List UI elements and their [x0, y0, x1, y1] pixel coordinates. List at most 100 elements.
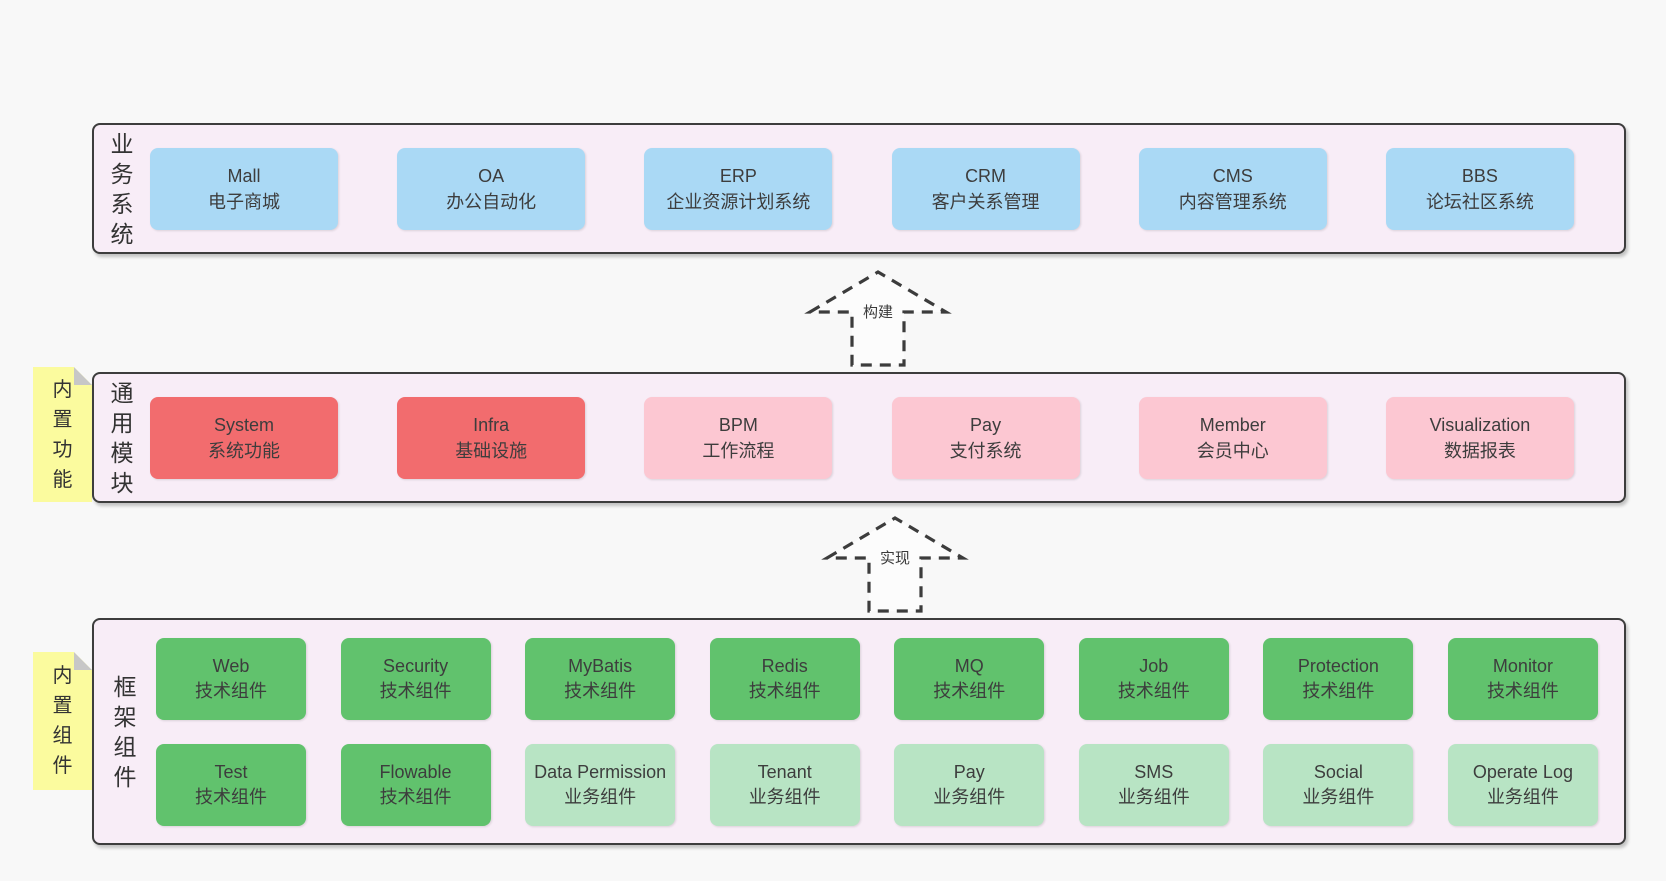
- box-title: Tenant: [757, 761, 812, 782]
- box-title: OA: [478, 165, 505, 186]
- arrow-label: 实现: [875, 546, 915, 569]
- arrow-label: 构建: [858, 300, 898, 323]
- box-test: Test 技术组件: [156, 743, 306, 826]
- box-subtitle: 论坛社区系统: [1425, 191, 1534, 212]
- box-title: Operate Log: [1472, 761, 1573, 782]
- framework-components-row-1: Web 技术组件 Security 技术组件 MyBatis 技术组件 Redi…: [156, 637, 1598, 720]
- box-title: Data Permission: [534, 761, 667, 782]
- box-title: CMS: [1212, 165, 1253, 186]
- band-label-text: 业务系统: [110, 130, 134, 247]
- box-title: Visualization: [1429, 414, 1531, 435]
- box-erp: ERP 企业资源计划系统: [644, 147, 833, 230]
- box-title: System: [213, 414, 274, 435]
- box-redis: Redis 技术组件: [709, 637, 860, 720]
- box-subtitle: 办公自动化: [446, 191, 537, 212]
- arrow-implement: 实现: [819, 514, 971, 614]
- box-title: Monitor: [1492, 655, 1553, 676]
- box-job: Job 技术组件: [1078, 637, 1229, 720]
- box-subtitle: 基础设施: [455, 440, 528, 461]
- box-title: Infra: [473, 414, 510, 435]
- box-operate-log: Operate Log 业务组件: [1447, 743, 1598, 826]
- box-subtitle: 工作流程: [702, 440, 775, 461]
- box-title: SMS: [1134, 761, 1174, 782]
- box-pay: Pay 支付系统: [891, 396, 1080, 479]
- box-subtitle: 电子商城: [208, 191, 280, 212]
- box-tenant: Tenant 业务组件: [709, 743, 860, 826]
- framework-components-row-2: Test 技术组件 Flowable 技术组件 Data Permission …: [156, 743, 1598, 826]
- box-subtitle: 内容管理系统: [1178, 191, 1287, 212]
- arrow-build: 构建: [802, 268, 954, 368]
- band-label-text: 通用模块: [110, 379, 134, 496]
- sticky-note-built-in-components: 内置组件: [33, 652, 92, 790]
- box-pay-biz: Pay 业务组件: [894, 743, 1045, 826]
- box-subtitle: 技术组件: [379, 680, 452, 701]
- band-label-framework-components: 框架组件: [94, 620, 156, 843]
- box-visualization: Visualization 数据报表: [1385, 396, 1574, 479]
- box-infra: Infra 基础设施: [397, 396, 586, 479]
- box-mq: MQ 技术组件: [894, 637, 1045, 720]
- box-title: Redis: [761, 655, 808, 676]
- box-subtitle: 技术组件: [1117, 680, 1190, 701]
- box-subtitle: 业务组件: [564, 786, 637, 807]
- band-label-common-modules: 通用模块: [94, 374, 150, 501]
- sticky-fold-icon: [74, 367, 92, 385]
- box-cms: CMS 内容管理系统: [1138, 147, 1327, 230]
- box-oa: OA 办公自动化: [397, 147, 586, 230]
- framework-components-grid: Web 技术组件 Security 技术组件 MyBatis 技术组件 Redi…: [156, 620, 1598, 843]
- box-subtitle: 技术组件: [748, 680, 821, 701]
- box-subtitle: 技术组件: [933, 680, 1006, 701]
- box-title: Protection: [1297, 655, 1379, 676]
- box-title: Social: [1313, 761, 1363, 782]
- box-subtitle: 技术组件: [195, 680, 267, 701]
- sticky-label: 内置组件: [52, 665, 73, 777]
- box-protection: Protection 技术组件: [1263, 637, 1414, 720]
- box-subtitle: 技术组件: [195, 786, 267, 807]
- sticky-fold-icon: [74, 652, 92, 670]
- band-label-text: 框架组件: [113, 673, 137, 790]
- box-mall: Mall 电子商城: [150, 147, 338, 230]
- box-monitor: Monitor 技术组件: [1447, 637, 1598, 720]
- box-subtitle: 支付系统: [949, 440, 1022, 461]
- box-title: BBS: [1461, 165, 1498, 186]
- box-subtitle: 数据报表: [1443, 440, 1516, 461]
- box-sms: SMS 业务组件: [1078, 743, 1229, 826]
- box-title: Web: [212, 655, 250, 676]
- box-subtitle: 技术组件: [1302, 680, 1375, 701]
- band-label-business-systems: 业务系统: [94, 125, 150, 252]
- box-title: Job: [1139, 655, 1169, 676]
- box-subtitle: 业务组件: [1117, 786, 1190, 807]
- box-security: Security 技术组件: [340, 637, 491, 720]
- box-subtitle: 系统功能: [208, 440, 280, 461]
- sticky-label: 内置功能: [52, 378, 73, 491]
- band-framework-components: 框架组件 Web 技术组件 Security 技术组件 MyBatis 技术组件…: [92, 618, 1626, 845]
- box-social: Social 业务组件: [1263, 743, 1414, 826]
- box-title: Test: [214, 761, 248, 782]
- box-bpm: BPM 工作流程: [644, 396, 833, 479]
- box-title: MQ: [954, 655, 984, 676]
- box-crm: CRM 客户关系管理: [891, 147, 1080, 230]
- box-title: Flowable: [379, 761, 452, 782]
- box-subtitle: 会员中心: [1196, 440, 1269, 461]
- box-subtitle: 业务组件: [1486, 786, 1559, 807]
- band-business-systems: 业务系统 Mall 电子商城 OA 办公自动化 ERP 企业资源计划系统 CRM…: [92, 123, 1626, 254]
- box-flowable: Flowable 技术组件: [340, 743, 491, 826]
- box-web: Web 技术组件: [156, 637, 306, 720]
- box-subtitle: 业务组件: [933, 786, 1006, 807]
- sticky-note-built-in-features: 内置功能: [33, 367, 92, 502]
- common-modules-row: System 系统功能 Infra 基础设施 BPM 工作流程 Pay 支付系统…: [150, 374, 1574, 501]
- box-mybatis: MyBatis 技术组件: [525, 637, 676, 720]
- box-data-permission: Data Permission 业务组件: [525, 743, 676, 826]
- box-subtitle: 业务组件: [1302, 786, 1375, 807]
- box-system: System 系统功能: [150, 396, 338, 479]
- band-common-modules: 通用模块 System 系统功能 Infra 基础设施 BPM 工作流程 Pay…: [92, 372, 1626, 503]
- box-title: CRM: [965, 165, 1007, 186]
- box-subtitle: 客户关系管理: [931, 191, 1040, 212]
- box-title: ERP: [719, 165, 757, 186]
- box-title: Member: [1199, 414, 1266, 435]
- box-title: MyBatis: [568, 655, 633, 676]
- box-title: BPM: [718, 414, 758, 435]
- box-subtitle: 技术组件: [379, 786, 452, 807]
- box-title: Security: [383, 655, 449, 676]
- box-bbs: BBS 论坛社区系统: [1385, 147, 1574, 230]
